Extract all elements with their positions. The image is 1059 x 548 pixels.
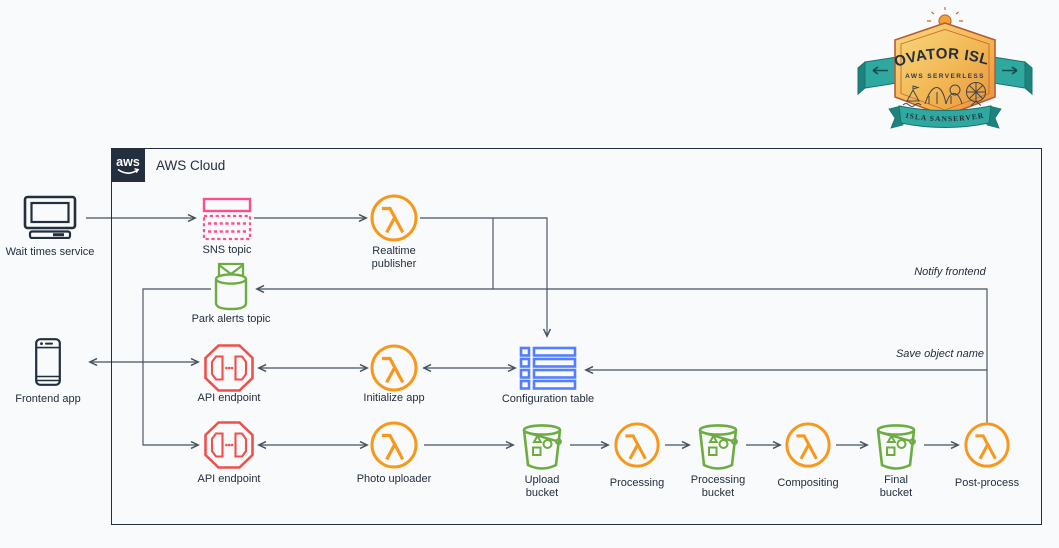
node-label: Final bucket	[879, 474, 913, 500]
bottom-ribbon: ISLA SANSERVER	[888, 105, 1002, 129]
node-compositing: Compositing	[777, 421, 839, 489]
node-processing: Processing	[610, 421, 664, 489]
lambda-function-icon	[963, 421, 1011, 469]
api-gateway-endpoint-icon	[203, 420, 255, 470]
node-label: Realtime publisher	[371, 245, 417, 271]
node-label: Photo uploader	[356, 473, 432, 485]
api-gateway-endpoint-icon	[203, 343, 255, 393]
node-configuration-table: Configuration table	[502, 346, 594, 405]
node-initialize-app: Initialize app	[363, 343, 425, 404]
annotation-notify-frontend: Notify frontend	[914, 266, 986, 278]
node-api-endpoint-1: API endpoint	[198, 343, 261, 404]
svg-text:ISLA SANSERVER: ISLA SANSERVER	[905, 111, 985, 124]
aws-cloud-label: AWS Cloud	[156, 158, 226, 173]
node-label: Post-process	[954, 477, 1020, 489]
node-photo-uploader: Photo uploader	[357, 420, 431, 485]
node-realtime-publisher: Realtime publisher	[369, 193, 419, 270]
node-sns-topic: SNS topic	[201, 197, 253, 256]
lambda-function-icon	[613, 421, 661, 469]
mobile-phone-icon	[35, 338, 61, 386]
node-park-alerts-topic: Park alerts topic	[192, 262, 270, 325]
aws-cloud-boundary: aws AWS Cloud	[111, 148, 1042, 525]
s3-bucket-icon	[517, 421, 567, 471]
aws-logo-icon: aws	[111, 148, 145, 182]
node-label: Park alerts topic	[191, 313, 271, 325]
node-label: API endpoint	[197, 392, 261, 404]
node-final-bucket: Final bucket	[871, 421, 921, 499]
lambda-function-icon	[369, 193, 419, 243]
side-ribbons	[857, 56, 1033, 96]
node-processing-bucket: Processing bucket	[691, 421, 745, 499]
node-upload-bucket: Upload bucket	[517, 421, 567, 499]
node-label: API endpoint	[197, 473, 261, 485]
aws-logo-text: aws	[116, 155, 140, 169]
island-lineart	[902, 82, 986, 107]
node-label: SNS topic	[202, 244, 252, 256]
node-label: Frontend app	[15, 393, 81, 405]
annotation-save-object-name: Save object name	[895, 348, 985, 360]
lambda-function-icon	[784, 421, 832, 469]
desktop-monitor-icon	[23, 195, 77, 239]
badge-subtitle: AWS SERVERLESS	[905, 73, 985, 80]
node-label: Compositing	[777, 477, 839, 489]
lambda-function-icon	[369, 420, 419, 470]
s3-bucket-icon	[693, 421, 743, 471]
node-frontend-app: Frontend app	[15, 338, 81, 405]
node-label: Processing	[609, 477, 665, 489]
s3-bucket-icon	[871, 421, 921, 471]
node-api-endpoint-2: API endpoint	[198, 420, 261, 485]
innovator-island-badge: INNOVATOR ISLAND AWS SERVERLESS ISLA SAN…	[843, 6, 1047, 134]
lambda-function-icon	[369, 343, 419, 393]
sns-topic-icon	[202, 197, 252, 241]
node-label: Processing bucket	[690, 474, 746, 500]
node-label: Wait times service	[5, 246, 95, 258]
dynamodb-table-icon	[519, 346, 577, 390]
node-label: Configuration table	[501, 393, 595, 405]
node-wait-times-service: Wait times service	[6, 195, 94, 258]
badge-ribbon-text: ISLA SANSERVER	[905, 111, 984, 124]
node-label: Upload bucket	[524, 474, 560, 500]
node-post-process: Post-process	[955, 421, 1019, 489]
node-label: Initialize app	[363, 392, 425, 404]
sns-topic-resource-icon	[214, 262, 248, 311]
